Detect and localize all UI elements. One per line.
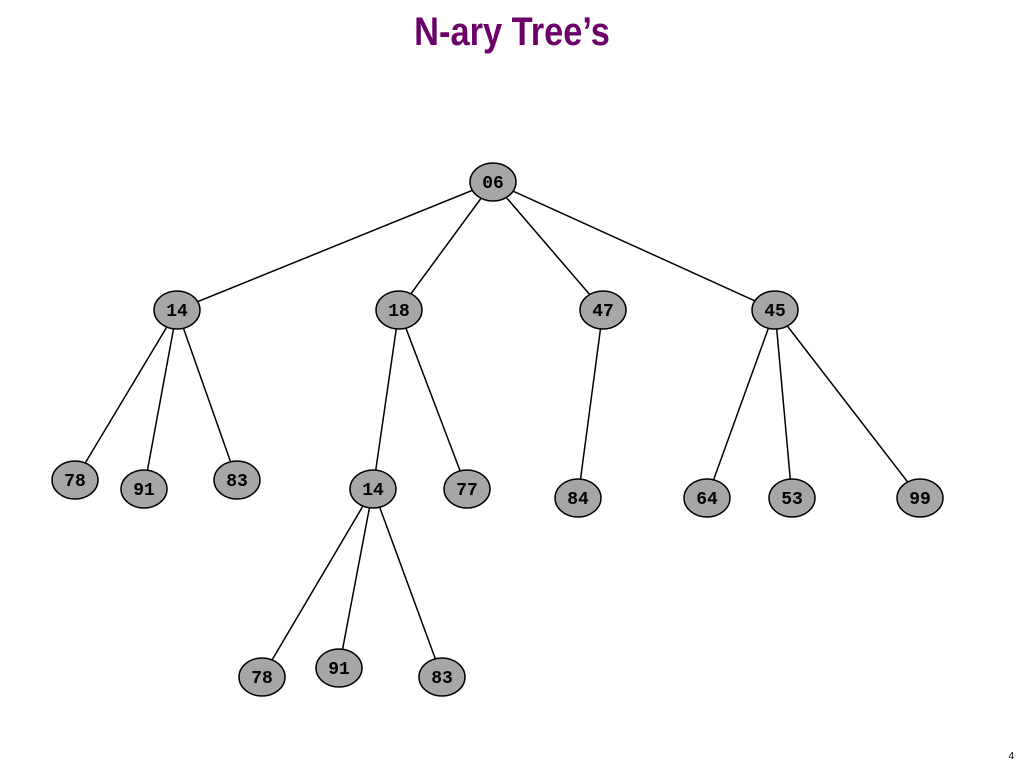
tree-edge-n-18-n-14b — [372, 309, 400, 490]
tree-node-label: 83 — [431, 669, 453, 689]
tree-node-circle — [120, 469, 168, 509]
tree-node-circle — [349, 469, 397, 509]
tree-edge-n-45-n-64 — [706, 309, 776, 499]
tree-node-n-14a: 14 — [153, 290, 201, 330]
tree-node-label: 47 — [592, 302, 614, 322]
tree-node-label: 78 — [251, 669, 273, 689]
tree-node-label: 18 — [388, 302, 410, 322]
tree-node-n-83a: 83 — [213, 460, 261, 500]
tree-node-label: 14 — [362, 481, 384, 501]
tree-node-circle — [751, 290, 799, 330]
tree-node-circle — [418, 657, 466, 697]
tree-node-circle — [896, 478, 944, 518]
tree-edge-n-14b-n-83b — [372, 488, 443, 678]
tree-edge-n-06-n-14a — [176, 181, 494, 311]
tree-edge-n-06-n-45 — [492, 181, 776, 311]
tree-edge-n-14a-n-83a — [176, 309, 238, 481]
tree-node-circle — [375, 290, 423, 330]
tree-node-n-99: 99 — [896, 478, 944, 518]
tree-edge-n-18-n-77 — [398, 309, 468, 490]
tree-node-n-78b: 78 — [238, 657, 286, 697]
tree-node-n-64: 64 — [683, 478, 731, 518]
tree-node-label: 84 — [567, 490, 589, 510]
tree-node-label: 53 — [781, 490, 803, 510]
tree-node-label: 14 — [166, 302, 188, 322]
tree-node-n-91b: 91 — [315, 648, 363, 688]
tree-node-n-18: 18 — [375, 290, 423, 330]
tree-edge-n-14b-n-91b — [338, 488, 374, 669]
tree-node-n-06: 06 — [469, 162, 517, 202]
tree-node-label: 06 — [482, 174, 504, 194]
tree-node-n-77: 77 — [443, 469, 491, 509]
tree-node-label: 99 — [909, 490, 931, 510]
tree-node-label: 91 — [328, 660, 350, 680]
tree-edge-n-47-n-84 — [577, 309, 604, 499]
tree-edge-n-14b-n-78b — [261, 488, 374, 678]
tree-edge-n-45-n-53 — [774, 309, 793, 499]
tree-node-n-45: 45 — [751, 290, 799, 330]
tree-edge-n-14a-n-91a — [143, 309, 178, 490]
tree-node-n-47: 47 — [579, 290, 627, 330]
tree-node-circle — [443, 469, 491, 509]
tree-node-n-91a: 91 — [120, 469, 168, 509]
tree-node-label: 64 — [696, 490, 718, 510]
tree-node-label: 78 — [64, 472, 86, 492]
page-number: 4 — [1008, 751, 1014, 762]
tree-node-circle — [213, 460, 261, 500]
tree-node-label: 77 — [456, 481, 478, 501]
tree-node-circle — [768, 478, 816, 518]
tree-node-label: 91 — [133, 481, 155, 501]
tree-node-n-84: 84 — [554, 478, 602, 518]
tree-node-circle — [683, 478, 731, 518]
tree-node-circle — [238, 657, 286, 697]
tree-node-n-83b: 83 — [418, 657, 466, 697]
tree-node-circle — [579, 290, 627, 330]
tree-edge-n-06-n-18 — [398, 181, 494, 311]
tree-node-circle — [153, 290, 201, 330]
tree-edges — [74, 181, 921, 678]
tree-node-label: 45 — [764, 302, 786, 322]
tree-edge-n-14a-n-78a — [74, 309, 178, 481]
slide-title: N-ary Tree’s — [414, 10, 610, 54]
tree-edge-n-06-n-47 — [492, 181, 604, 311]
tree-node-circle — [554, 478, 602, 518]
tree-node-circle — [51, 460, 99, 500]
tree-nodes: 06 14 18 47 45 78 91 83 14 77 84 64 53 99 78 91 83 — [51, 162, 944, 697]
tree-node-n-78a: 78 — [51, 460, 99, 500]
tree-node-circle — [315, 648, 363, 688]
tree-node-n-14b: 14 — [349, 469, 397, 509]
tree-edge-n-45-n-99 — [774, 309, 921, 499]
tree-node-circle — [469, 162, 517, 202]
tree-node-n-53: 53 — [768, 478, 816, 518]
tree-node-label: 83 — [226, 472, 248, 492]
